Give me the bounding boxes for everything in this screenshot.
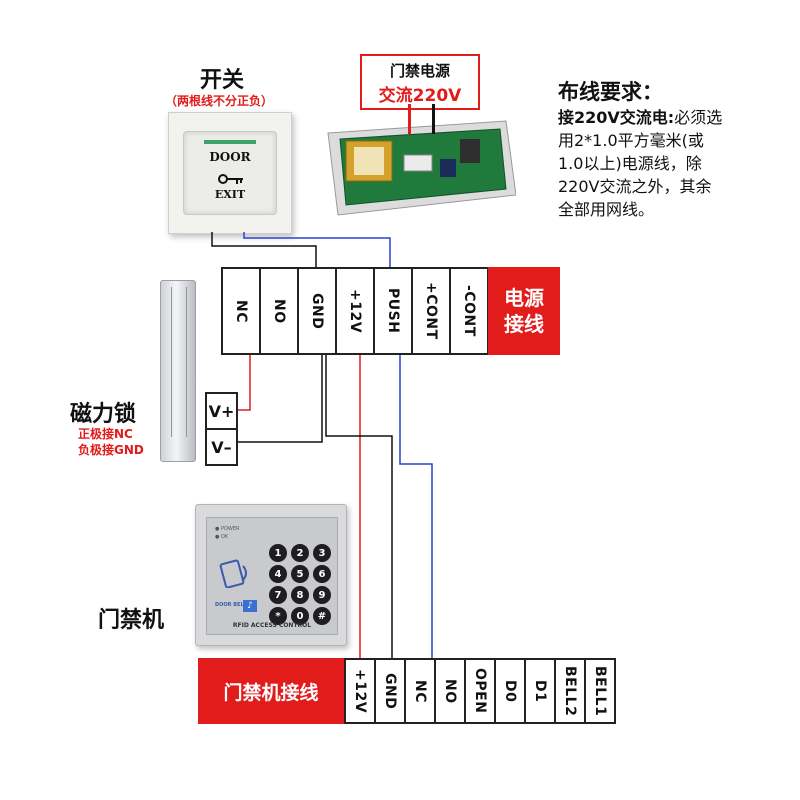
terminal-nc-label: NC [233,299,249,323]
indicator-power-label: POWER [220,526,240,532]
device-terminal-12v-label: +12V [352,668,368,714]
maglock-terminal: V+ V– [205,392,238,466]
device-terminal-gnd[interactable]: GND [376,660,406,722]
wire-switch-gnd [211,232,317,268]
device-terminal-d0[interactable]: D0 [496,660,526,722]
power-supply-label: 门禁电源 交流220V [360,54,480,110]
exit-text: EXIT [214,188,246,201]
power-supply-unit [320,115,517,219]
power-terminal-block: NC NO GND +12V PUSH +CONT -CONT [221,267,489,355]
device-terminal-d0-label: D0 [502,679,518,703]
key-1[interactable]: 1 [269,544,287,562]
device-terminal-nc[interactable]: NC [406,660,436,722]
key-3[interactable]: 3 [313,544,331,562]
requirements-line-1: 必须选 [674,108,723,127]
terminal-no[interactable]: NO [261,269,299,353]
door-text: DOOR [209,150,251,164]
maglock-title: 磁力锁 [70,402,137,427]
device-terminal-open[interactable]: OPEN [466,660,496,722]
device-terminal-nc-label: NC [412,679,428,703]
ac-input-wire-black [432,104,435,134]
terminal-12v[interactable]: +12V [337,269,375,353]
switch-note: （两根线不分正负） [165,94,274,108]
requirements-title: 布线要求： [558,80,663,104]
terminal-plus-cont-label: +CONT [423,282,439,340]
panel-caption: RFID ACCESS CONTROL [232,622,312,629]
requirements-line-3: 1.0以上)电源线，除 [558,154,702,173]
maglock-plus-terminal[interactable]: V+ [207,394,236,430]
wire-maglock-negative [234,354,323,443]
keypad: 1 2 3 4 5 6 7 8 9 * 0 # [269,544,331,625]
wire-maglock-positive [234,354,251,411]
device-terminal-d1-label: D1 [532,679,548,703]
exit-led [204,140,256,144]
power-wiring-tag-line2: 接线 [504,312,544,336]
indicator-ok-label: OK [220,534,229,540]
key-4[interactable]: 4 [269,565,287,583]
requirements-text: 接220V交流电:必须选 用2*1.0平方毫米(或 1.0以上)电源线，除 22… [558,106,798,221]
maglock-note: 正极接NC 负极接GND [78,426,144,458]
key-icon [218,170,244,184]
requirements-line-5: 全部用网线。 [558,200,655,219]
wire-push [399,354,433,660]
key-star[interactable]: * [269,607,287,625]
requirements-line-2: 用2*1.0平方毫米(或 [558,131,704,150]
access-panel: ● POWER ● OK DOOR BELL ♪ 1 2 3 4 5 6 7 8… [206,517,338,635]
terminal-no-label: NO [271,298,287,324]
key-8[interactable]: 8 [291,586,309,604]
terminal-minus-cont-label: -CONT [461,285,477,337]
key-7[interactable]: 7 [269,586,287,604]
bell-icon: ♪ [243,600,257,612]
indicator-power: ● POWER [215,526,240,532]
requirements-lead: 接220V交流电: [558,108,675,127]
power-supply-label-line2: 交流220V [378,86,462,106]
device-terminal-no[interactable]: NO [436,660,466,722]
device-terminal-open-label: OPEN [472,668,488,714]
key-hash[interactable]: # [313,607,331,625]
device-terminal-bell2[interactable]: BELL2 [556,660,586,722]
doorbell-button[interactable]: DOOR BELL [215,602,247,608]
key-9[interactable]: 9 [313,586,331,604]
wire-gnd [325,354,393,660]
terminal-gnd[interactable]: GND [299,269,337,353]
terminal-nc[interactable]: NC [223,269,261,353]
maglock-note-line2: 负极接GND [78,443,144,457]
exit-button-face: DOOR EXIT [183,131,277,215]
access-control-device: ● POWER ● OK DOOR BELL ♪ 1 2 3 4 5 6 7 8… [195,504,347,646]
device-terminal-block: +12V GND NC NO OPEN D0 D1 BELL2 BELL1 [344,658,616,724]
power-wiring-tag: 电源 接线 [488,267,560,355]
rfid-card-icon [217,558,253,589]
terminal-minus-cont[interactable]: -CONT [451,269,487,353]
terminal-push[interactable]: PUSH [375,269,413,353]
device-terminal-gnd-label: GND [382,672,398,710]
key-0[interactable]: 0 [291,607,309,625]
key-6[interactable]: 6 [313,565,331,583]
device-terminal-bell1-label: BELL1 [592,665,608,717]
switch-title: 开关 [200,68,245,93]
requirements-line-4: 220V交流之外，其余 [558,177,712,196]
terminal-gnd-label: GND [309,292,325,330]
device-terminal-d1[interactable]: D1 [526,660,556,722]
wire-switch-push [243,232,391,268]
power-wiring-tag-line1: 电源 [504,286,544,310]
device-wiring-tag: 门禁机接线 [198,658,344,724]
terminal-12v-label: +12V [347,288,363,334]
device-terminal-12v[interactable]: +12V [346,660,376,722]
terminal-push-label: PUSH [385,288,401,334]
device-terminal-no-label: NO [442,678,458,704]
terminal-plus-cont[interactable]: +CONT [413,269,451,353]
device-terminal-bell2-label: BELL2 [562,665,578,717]
maglock-body [160,280,196,462]
device-terminal-bell1[interactable]: BELL1 [586,660,614,722]
maglock-note-line1: 正极接NC [78,427,133,441]
key-5[interactable]: 5 [291,565,309,583]
ac-input-wire-red [408,104,411,134]
key-2[interactable]: 2 [291,544,309,562]
indicator-ok: ● OK [215,534,229,540]
access-device-title: 门禁机 [98,608,165,633]
exit-switch: DOOR EXIT [168,112,292,234]
power-supply-label-line1: 门禁电源 [389,62,450,80]
maglock-minus-terminal[interactable]: V– [211,437,232,457]
